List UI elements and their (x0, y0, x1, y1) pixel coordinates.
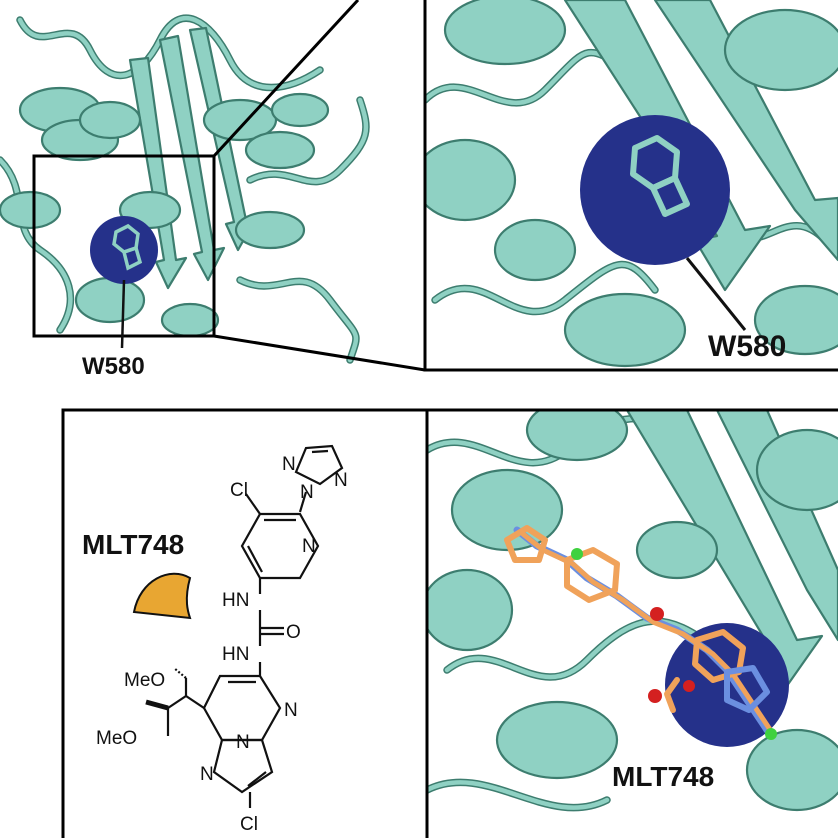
atom-n-pyrimidine: N (284, 700, 298, 721)
atom-nh-1: HN (222, 590, 249, 611)
compound-wedge-icon (132, 572, 192, 620)
bound-protein-ribbon (427, 410, 838, 812)
bound-panel: MLT748 (425, 408, 838, 838)
zoom-connector-bottom (213, 334, 426, 372)
atom-meo-1: MeO (124, 670, 165, 691)
overview-tryptophan-sticks (112, 223, 143, 271)
overview-panel: W580 (0, 0, 426, 380)
atom-n-triazole-1: N (282, 454, 296, 475)
bound-ligand-sticks (504, 525, 776, 737)
atom-n-triazole-3: N (300, 482, 314, 503)
atom-cl-top: Cl (230, 480, 248, 501)
zoom-panel-frame (423, 0, 838, 372)
zoom-panel: W580 (423, 0, 838, 372)
zoom-connector-top (212, 0, 360, 158)
atom-n-pyridine: N (302, 536, 316, 557)
bound-panel-frame (425, 408, 838, 838)
compound-name: MLT748 (82, 529, 184, 560)
atom-n-bridge: N (236, 732, 250, 753)
atom-cl-bottom: Cl (240, 814, 258, 835)
overview-label-leader (120, 279, 126, 349)
bound-ligand-atoms (571, 548, 777, 740)
compound-skeletal-formula (145, 444, 344, 808)
overview-zoom-box (32, 154, 216, 338)
compound-panel: MLT748 (61, 408, 429, 838)
overview-protein-ribbon (0, 14, 370, 364)
compound-panel-frame (61, 408, 429, 838)
zoom-tryptophan-sticks (630, 135, 690, 217)
atom-o-carbonyl: O (286, 622, 301, 643)
zoom-label-leader (685, 257, 747, 331)
zoom-residue-label: W580 (708, 330, 786, 363)
atom-n-pyrazole: N (200, 764, 214, 785)
atom-meo-2: MeO (96, 728, 137, 749)
overview-residue-label: W580 (82, 353, 145, 380)
atom-nh-2: HN (222, 644, 249, 665)
bound-ligand-label: MLT748 (612, 761, 714, 792)
atom-n-triazole-2: N (334, 470, 348, 491)
